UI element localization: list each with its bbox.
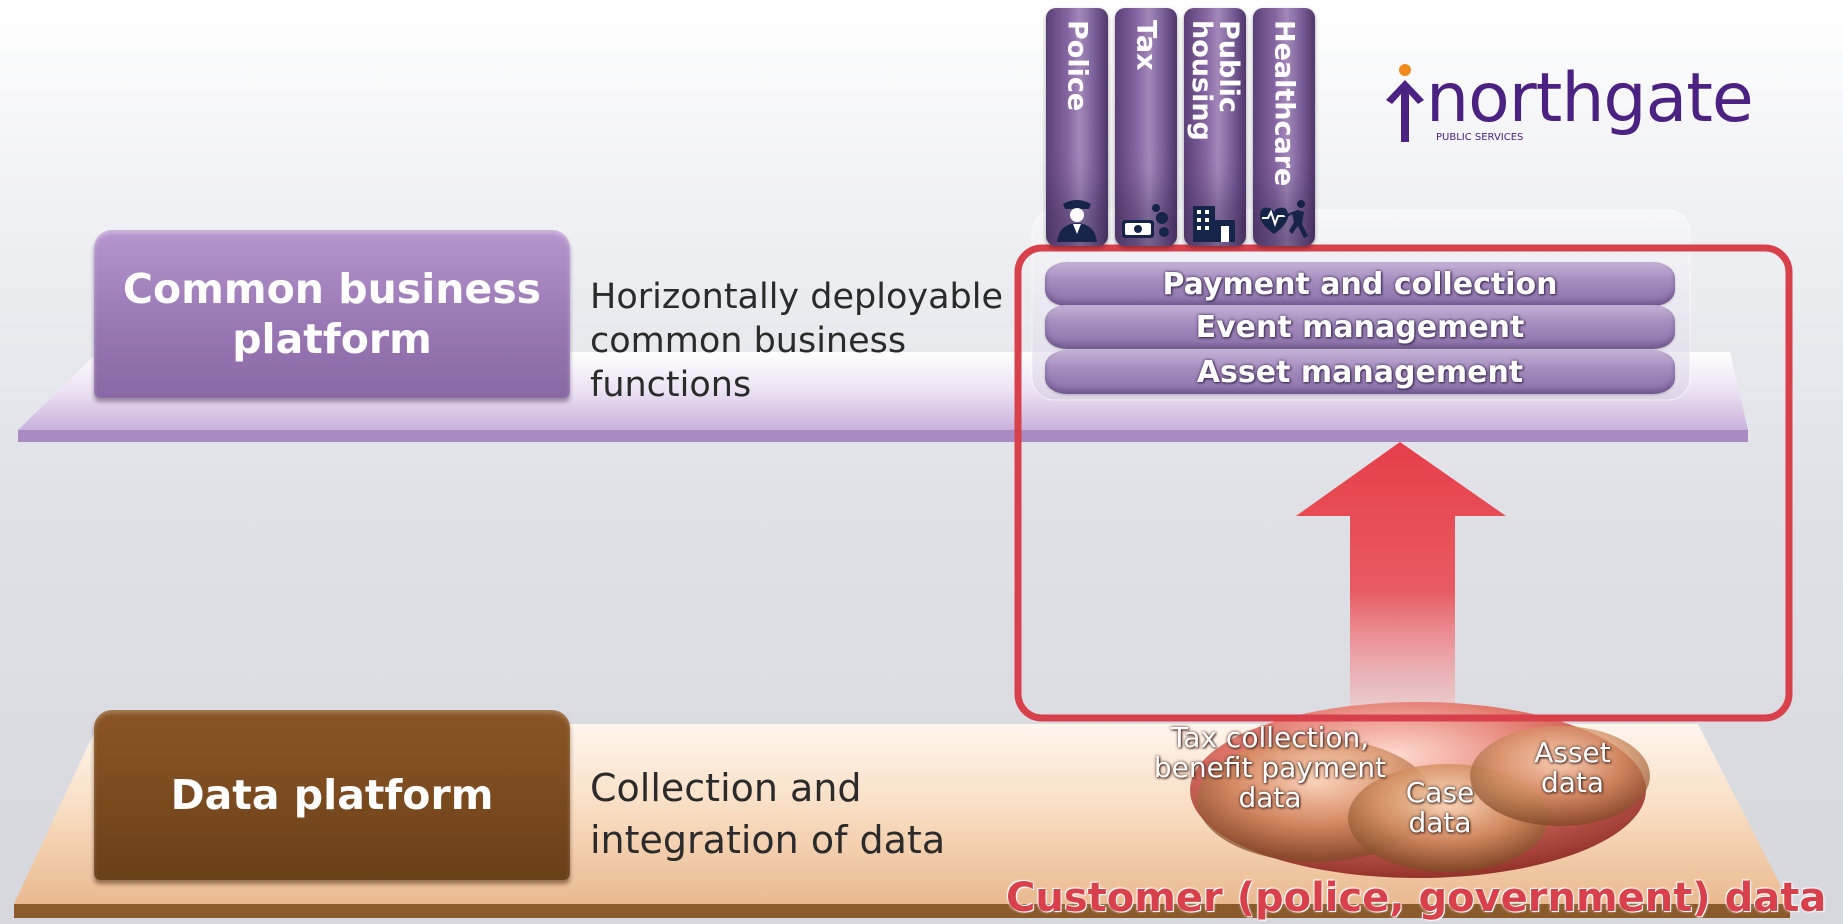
data-item-case: Case data: [1405, 776, 1475, 839]
vertical-tax-label: Tax: [1130, 20, 1162, 71]
data-platform-box: Data platform: [94, 710, 570, 880]
data-platform-description: Collection and integration of data: [590, 766, 946, 862]
module-event-management: Event management: [1045, 305, 1675, 349]
vertical-public-housing: Public housing: [1184, 8, 1246, 246]
module-asset-management: Asset management: [1045, 350, 1675, 394]
vertical-police-label: Police: [1061, 20, 1093, 112]
vertical-healthcare: Healthcare: [1253, 8, 1315, 246]
money-coins-icon: [1122, 204, 1169, 238]
northgate-logo: northgate PUBLIC SERVICES: [1380, 60, 1754, 150]
vertical-tax: Tax: [1115, 8, 1177, 246]
vertical-public-housing-label: Public housing: [1186, 20, 1244, 141]
common-business-platform-title: Common business platform: [122, 265, 542, 363]
common-business-platform-box: Common business platform: [94, 230, 570, 398]
health-runner-icon: [1260, 200, 1308, 238]
buildings-icon: [1193, 206, 1235, 242]
northgate-wordmark: northgate: [1426, 59, 1754, 138]
data-item-tax-benefit: Tax collection, benefit payment data: [1153, 721, 1387, 814]
module-payment-and-collection: Payment and collection: [1045, 262, 1675, 306]
vertical-healthcare-label: Healthcare: [1268, 20, 1300, 187]
vertical-police: Police: [1046, 8, 1108, 246]
northgate-arrow-icon: [1386, 64, 1424, 142]
common-platform-description: Horizontally deployable common business …: [590, 277, 1004, 405]
top-slab-edge: [18, 430, 1748, 442]
data-platform-title: Data platform: [170, 771, 494, 819]
upward-arrow: [1296, 442, 1506, 712]
police-officer-icon: [1057, 200, 1097, 242]
customer-data-label: Customer (police, government) data: [1006, 875, 1827, 921]
northgate-tagline: PUBLIC SERVICES: [1436, 132, 1524, 143]
data-item-asset: Asset data: [1534, 736, 1611, 799]
